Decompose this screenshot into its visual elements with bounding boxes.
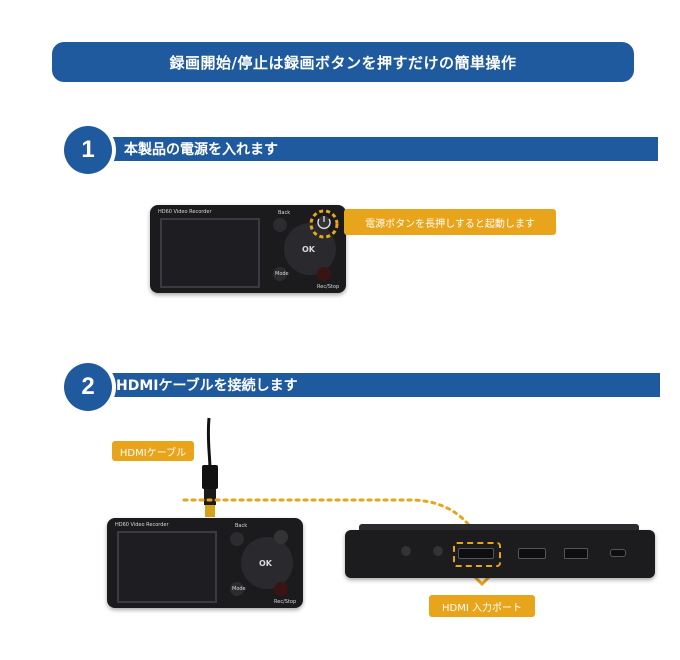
mode-button-2: [230, 582, 244, 596]
page-title-banner: 録画開始/停止は録画ボタンを押すだけの簡単操作: [52, 42, 634, 82]
ok-label-2: OK: [259, 559, 272, 568]
usb-port: [564, 548, 588, 559]
mode-label: Mode: [275, 271, 289, 277]
cable-callout: HDMIケーブル: [112, 441, 194, 461]
dpad: [284, 223, 336, 275]
power-port: [610, 549, 626, 557]
ok-label: OK: [302, 245, 315, 254]
device-brand-label: HD60 Video Recorder: [158, 209, 212, 215]
device-brand-label-2: HD60 Video Recorder: [115, 522, 169, 528]
power-icon: [317, 216, 331, 229]
recorder-device-front-2: HD60 Video Recorder Back Mode OK Rec/Sto…: [107, 518, 303, 608]
rec-button-2: [274, 582, 288, 596]
hdmi-cable-wire: [206, 417, 212, 471]
back-label: Back: [278, 210, 291, 216]
menu-button-2: [230, 532, 244, 546]
power-highlight-circle: [309, 209, 339, 239]
mode-button: [273, 267, 287, 281]
hdmi-input-port: [458, 548, 494, 559]
rec-stop-label-2: Rec/Stop: [274, 599, 297, 605]
hdmi-output-port: [518, 548, 546, 559]
step-1-number: 1: [64, 126, 112, 174]
step-1-text: 本製品の電源を入れます: [124, 142, 278, 158]
hdmi-cable-plug-body: [202, 465, 218, 489]
back-label-2: Back: [235, 523, 248, 529]
mode-label-2: Mode: [232, 586, 246, 592]
step-2-bar: HDMIケーブルを接続します: [86, 373, 660, 397]
port-callout: HDMI 入力ポート: [429, 595, 535, 617]
device-top-edge: [359, 524, 639, 530]
hdmi-cable-plug-neck: [204, 489, 216, 505]
menu-button: [273, 218, 287, 232]
side-jack-1: [401, 546, 411, 556]
rec-button: [317, 267, 331, 281]
rec-stop-label: Rec/Stop: [317, 284, 340, 290]
page-title: 録画開始/停止は録画ボタンを押すだけの簡単操作: [169, 53, 517, 72]
side-jack-2: [433, 546, 443, 556]
power-callout: 電源ボタンを長押しすると起動します: [344, 209, 556, 235]
hdmi-input-highlight: [453, 542, 501, 567]
device-screen: [160, 218, 260, 288]
step-2-text: HDMIケーブルを接続します: [116, 378, 298, 394]
power-button-2: [274, 530, 288, 544]
recorder-device-side: [345, 524, 655, 578]
hdmi-cable-plug-tip: [205, 505, 215, 517]
device-screen-2: [117, 531, 217, 603]
step-1-bar: 本製品の電源を入れます: [86, 137, 658, 161]
step-2-number: 2: [64, 363, 112, 411]
dpad-2: [241, 537, 293, 589]
